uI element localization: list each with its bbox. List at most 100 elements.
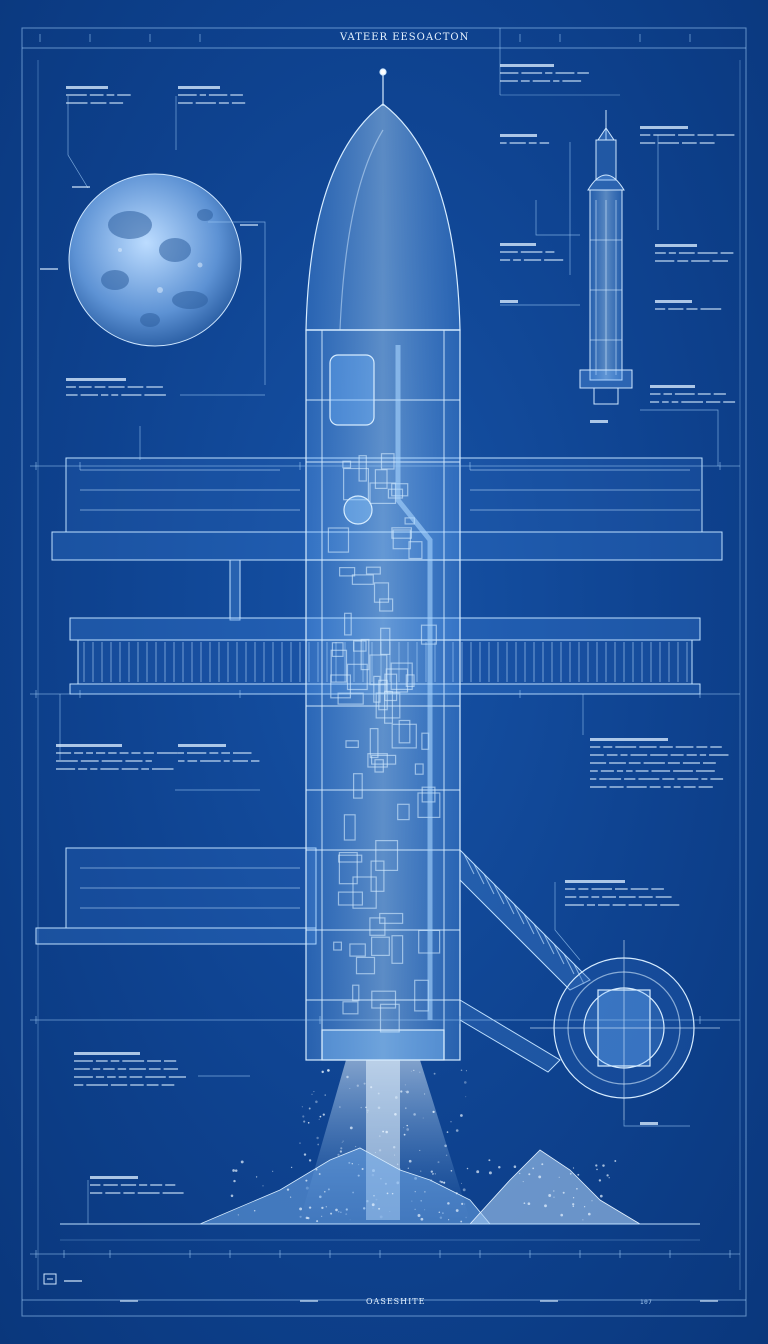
annotation-text-line xyxy=(178,760,185,762)
exhaust-spark xyxy=(308,1107,311,1110)
truss-member xyxy=(553,943,565,965)
rock-speckle xyxy=(488,1171,492,1175)
annotation-text-line xyxy=(709,754,729,756)
annotation-text-line xyxy=(698,786,713,788)
exhaust-spark xyxy=(321,1070,324,1074)
annotation-text-line xyxy=(100,768,119,770)
annotation-text-line xyxy=(710,746,722,748)
annotation-text-line xyxy=(56,752,72,754)
annotation-text-line xyxy=(163,1068,178,1070)
exhaust-spark xyxy=(400,1090,403,1093)
annotation-text-line xyxy=(111,394,119,396)
annotation-text-line xyxy=(565,888,576,890)
rock-speckle xyxy=(466,1167,469,1170)
annotation-text-line xyxy=(500,72,519,74)
truss-member xyxy=(563,953,575,975)
annotation-heading-line xyxy=(565,880,625,883)
annotation-text-line xyxy=(89,94,104,96)
rock-speckle xyxy=(308,1206,312,1209)
rock-speckle xyxy=(373,1195,375,1197)
annotation-text-line xyxy=(74,1076,93,1078)
annotation-text-line xyxy=(90,1184,101,1186)
annotation-text-line xyxy=(674,393,695,395)
rock-speckle xyxy=(408,1159,412,1163)
rock-speckle xyxy=(351,1163,353,1165)
rock-speckle xyxy=(420,1217,424,1221)
rocket-equipment-box xyxy=(338,854,363,863)
annotation-heading-line xyxy=(56,744,122,747)
annotation-text-line xyxy=(500,142,507,144)
rock-speckle xyxy=(519,1172,521,1175)
annotation-text-line xyxy=(80,760,99,762)
rocket-equipment-box xyxy=(360,638,370,671)
annotation-heading-line xyxy=(500,300,518,303)
annotation-text-line xyxy=(209,752,219,754)
footer-title: OASESHITE xyxy=(366,1297,426,1306)
marker-text xyxy=(300,1300,318,1302)
rocket-equipment-box xyxy=(379,598,394,612)
footer-page-number: 107 xyxy=(640,1299,653,1306)
annotation-text-line xyxy=(691,260,710,262)
annotation-heading-line xyxy=(74,1052,140,1055)
annotation-text-line xyxy=(139,1184,148,1186)
annotation-text-line xyxy=(710,778,724,780)
rock-speckle xyxy=(305,1179,308,1182)
annotation-text-line xyxy=(683,786,696,788)
annotation-text-line xyxy=(107,1076,116,1078)
exhaust-spark xyxy=(378,1135,381,1137)
annotation-text-line xyxy=(119,752,129,754)
rock-speckle xyxy=(286,1188,290,1191)
annotation-text-line xyxy=(92,1068,101,1070)
annotation-text-line xyxy=(695,770,715,772)
exhaust-spark xyxy=(360,1106,362,1109)
rock-speckle xyxy=(532,1167,535,1170)
rock-speckle xyxy=(513,1165,517,1168)
annotation-text-line xyxy=(673,770,693,772)
annotation-text-line xyxy=(602,896,616,898)
annotation-text-line xyxy=(590,778,597,780)
rocket-equipment-box xyxy=(380,627,391,655)
exhaust-spark xyxy=(433,1072,436,1075)
annotation-text-line xyxy=(682,762,700,764)
annotation-text-line xyxy=(528,142,537,144)
rock-speckle xyxy=(558,1176,560,1178)
exhaust-spark xyxy=(406,1090,409,1094)
annotation-text-line xyxy=(675,746,694,748)
annotation-text-line xyxy=(653,134,676,136)
annotation-text-line xyxy=(168,1076,186,1078)
exhaust-spark xyxy=(407,1167,409,1169)
rocket-equipment-box xyxy=(331,642,344,658)
rocket-equipment-box xyxy=(371,990,397,1009)
annotation-text-line xyxy=(148,1068,161,1070)
dimension-lines xyxy=(30,465,740,1255)
annotation-text-line xyxy=(103,1068,115,1070)
annotation-text-line xyxy=(105,1192,121,1194)
rock-speckle xyxy=(553,1196,555,1198)
truss-member xyxy=(523,913,535,935)
marker-text xyxy=(700,1300,718,1302)
exhaust-spark xyxy=(363,1082,366,1085)
annotation-text-line xyxy=(56,760,78,762)
annotation-text-line xyxy=(86,1084,108,1086)
annotation-text-line xyxy=(716,134,735,136)
annotation-text-line xyxy=(141,768,149,770)
rocket-equipment-box xyxy=(345,740,359,748)
exhaust-spark xyxy=(324,1094,326,1096)
exhaust-spark xyxy=(377,1106,381,1109)
truss-member xyxy=(473,863,485,885)
exhaust-spark xyxy=(406,1124,408,1127)
exhaust-spark xyxy=(440,1180,444,1184)
annotation-text-line xyxy=(626,786,647,788)
annotation-text-line xyxy=(500,259,511,261)
annotation-text-line xyxy=(161,1084,175,1086)
rocket-equipment-box xyxy=(369,727,379,759)
rock-speckle xyxy=(255,1176,258,1178)
rocket-equipment-box xyxy=(343,814,356,841)
annotation-text-line xyxy=(577,72,589,74)
exhaust-spark xyxy=(444,1144,447,1148)
exhaust-spark xyxy=(432,1110,435,1114)
rocket-equipment-box xyxy=(355,956,376,975)
exhaust-spark xyxy=(319,1115,322,1118)
annotation-heading-line xyxy=(500,64,554,67)
annotation-text-line xyxy=(74,1060,93,1062)
